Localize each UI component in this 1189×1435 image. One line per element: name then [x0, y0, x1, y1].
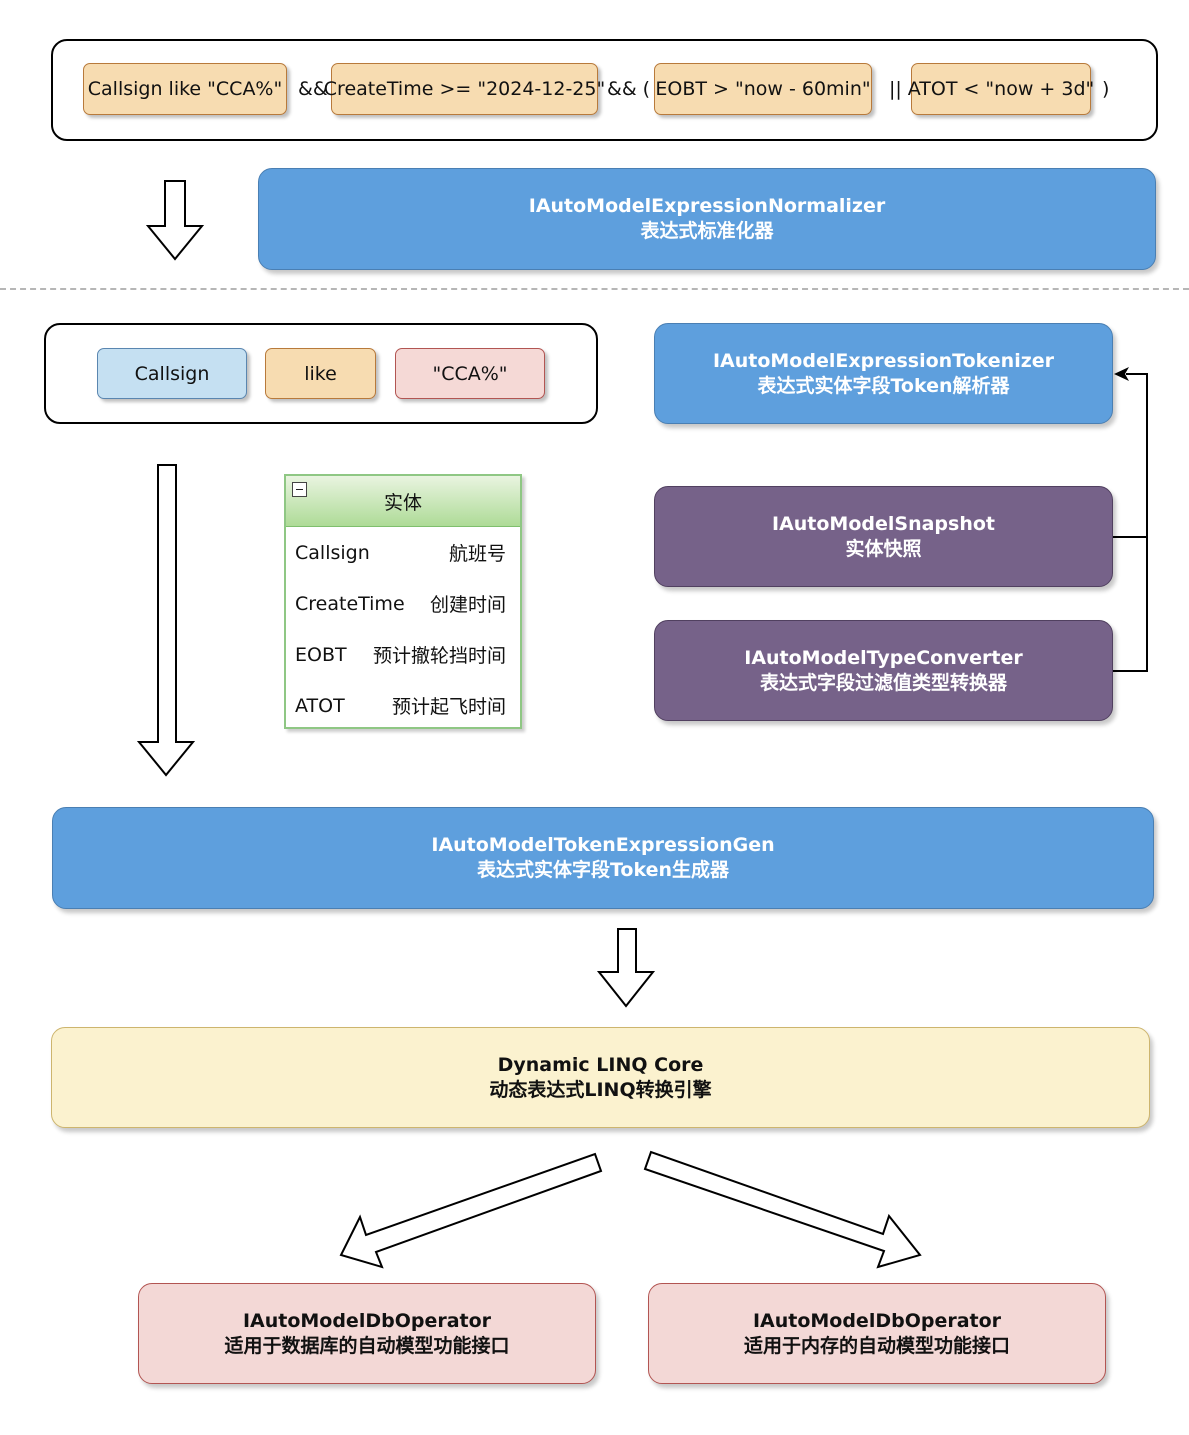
converter-box: IAutoModelTypeConverter 表达式字段过滤值类型转换器 — [654, 620, 1113, 721]
memory-operator-box: IAutoModelDbOperator 适用于内存的自动模型功能接口 — [648, 1283, 1106, 1384]
entity-field-desc: 航班号 — [448, 543, 506, 565]
linq-core-subtitle: 动态表达式LINQ转换引擎 — [489, 1078, 712, 1101]
linq-core-title: Dynamic LINQ Core — [497, 1053, 704, 1076]
entity-field-desc: 创建时间 — [429, 594, 506, 616]
entity-row: CreateTime 创建时间 — [286, 578, 520, 629]
connector-line — [1113, 373, 1148, 538]
entity-field-desc: 预计起飞时间 — [391, 696, 506, 718]
token-generator-box: IAutoModelTokenExpressionGen 表达式实体字段Toke… — [52, 807, 1154, 909]
snapshot-subtitle: 实体快照 — [845, 537, 922, 560]
snapshot-title: IAutoModelSnapshot — [772, 512, 995, 535]
memory-operator-subtitle: 适用于内存的自动模型功能接口 — [743, 1334, 1010, 1357]
db-operator-subtitle: 适用于数据库的自动模型功能接口 — [224, 1334, 510, 1357]
token-operator-chip: like — [265, 348, 376, 399]
down-arrow-icon — [596, 928, 656, 1008]
and-operator: && — [298, 78, 328, 100]
separator-line — [0, 288, 1189, 290]
token-field-chip: Callsign — [97, 348, 247, 399]
token-generator-subtitle: 表达式实体字段Token生成器 — [476, 859, 730, 881]
entity-field-name: EOBT — [295, 643, 347, 666]
memory-operator-title: IAutoModelDbOperator — [752, 1309, 1002, 1332]
diagonal-arrow-left-icon — [339, 1152, 603, 1269]
or-operator: || — [889, 78, 902, 100]
snapshot-box: IAutoModelSnapshot 实体快照 — [654, 486, 1113, 587]
entity-field-name: ATOT — [295, 694, 345, 717]
entity-field-desc: 预计撤轮挡时间 — [372, 645, 506, 667]
expression-chip-callsign: Callsign like "CCA%" — [83, 63, 287, 115]
db-operator-box: IAutoModelDbOperator 适用于数据库的自动模型功能接口 — [138, 1283, 596, 1384]
entity-header: 实体 — [286, 476, 520, 527]
tokenizer-title: IAutoModelExpressionTokenizer — [712, 349, 1055, 372]
expression-chip-createtime: CreateTime >= "2024-12-25" — [324, 63, 605, 115]
entity-row: ATOT 预计起飞时间 — [286, 680, 520, 731]
entity-title: 实体 — [383, 491, 422, 514]
tokenizer-subtitle: 表达式实体字段Token解析器 — [757, 374, 1010, 397]
close-paren-operator: ) — [1102, 78, 1110, 100]
diagonal-arrow-right-icon — [643, 1150, 922, 1269]
converter-subtitle: 表达式字段过滤值类型转换器 — [759, 671, 1007, 694]
normalizer-subtitle: 表达式标准化器 — [640, 220, 774, 242]
down-arrow-icon — [145, 180, 205, 261]
token-generator-title: IAutoModelTokenExpressionGen — [431, 834, 775, 856]
entity-field-name: CreateTime — [295, 592, 405, 615]
entity-row: EOBT 预计撤轮挡时间 — [286, 629, 520, 680]
entity-row: Callsign 航班号 — [286, 527, 520, 578]
connector-line — [1113, 537, 1148, 672]
entity-field-name: Callsign — [295, 541, 370, 564]
token-value-chip: "CCA%" — [395, 348, 545, 399]
arrowhead-icon — [1114, 367, 1129, 381]
expression-chip-eobt: EOBT > "now - 60min" — [654, 63, 872, 115]
and-open-paren-operator: && ( — [607, 78, 651, 100]
collapse-icon[interactable] — [292, 482, 307, 497]
converter-title: IAutoModelTypeConverter — [744, 646, 1023, 669]
linq-core-box: Dynamic LINQ Core 动态表达式LINQ转换引擎 — [51, 1027, 1150, 1128]
expression-chip-atot: ATOT < "now + 3d" — [908, 63, 1094, 115]
entity-table: 实体 Callsign 航班号 CreateTime 创建时间 EOBT 预计撤… — [284, 474, 522, 729]
down-arrow-icon — [136, 464, 196, 777]
normalizer-title: IAutoModelExpressionNormalizer — [528, 195, 886, 217]
db-operator-title: IAutoModelDbOperator — [242, 1309, 492, 1332]
normalizer-box: IAutoModelExpressionNormalizer 表达式标准化器 — [258, 168, 1156, 270]
tokenizer-box: IAutoModelExpressionTokenizer 表达式实体字段Tok… — [654, 323, 1113, 424]
